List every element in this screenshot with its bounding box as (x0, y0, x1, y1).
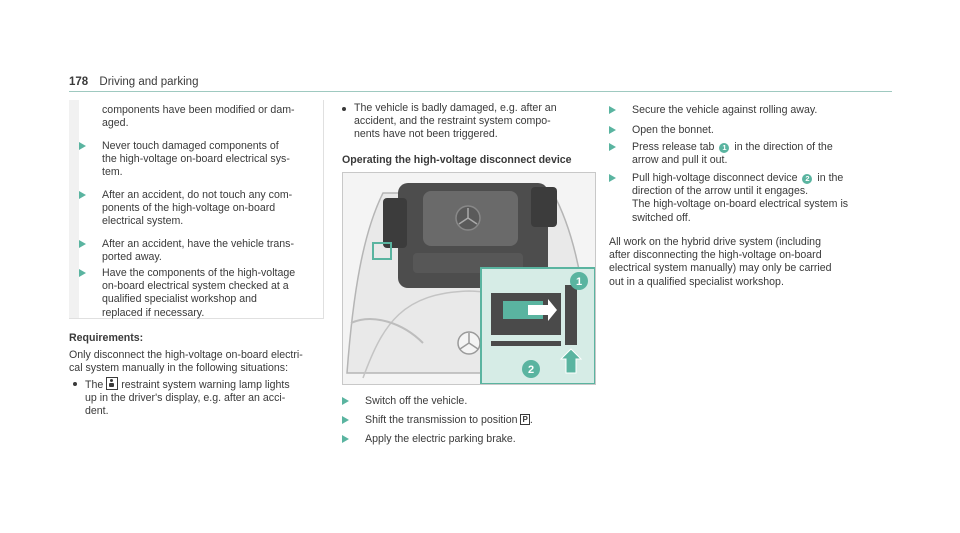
bullet-dot (342, 107, 346, 111)
warning-box: components have been modified or dam- ag… (69, 100, 324, 319)
arrow-right-icon (609, 106, 616, 114)
requirements-heading: Requirements: (69, 332, 144, 344)
warning-accent-bar (69, 100, 79, 318)
arrow-right-icon (342, 435, 349, 443)
arrow-right-icon (342, 416, 349, 424)
header-rule (69, 91, 892, 92)
engine-bay-illustration: 1 2 (342, 172, 596, 385)
arrow-right-icon (609, 126, 616, 134)
section-heading: Operating the high-voltage disconnect de… (342, 154, 572, 166)
arrow-right-icon (342, 397, 349, 405)
gear-position-p-symbol: P (520, 414, 530, 425)
page-header: 178 Driving and parking (69, 76, 198, 89)
callout-number-2: 2 (802, 174, 813, 184)
arrow-right-icon (609, 143, 616, 151)
airbag-warning-icon (106, 377, 119, 390)
callout-number-1: 1 (719, 143, 730, 153)
callout-2: 2 (528, 364, 534, 376)
arrow-right-icon (609, 174, 616, 182)
workshop-note: All work on the hybrid drive system (inc… (609, 236, 832, 288)
requirements-intro: Only disconnect the high-voltage on-boar… (69, 349, 303, 375)
arrow-right-icon (79, 240, 86, 248)
arrow-right-icon (79, 269, 86, 277)
section-title: Driving and parking (99, 76, 199, 88)
callout-1: 1 (576, 276, 582, 288)
arrow-right-icon (79, 142, 86, 150)
page-number: 178 (69, 76, 89, 88)
bullet-dot (73, 382, 77, 386)
arrow-right-icon (79, 191, 86, 199)
